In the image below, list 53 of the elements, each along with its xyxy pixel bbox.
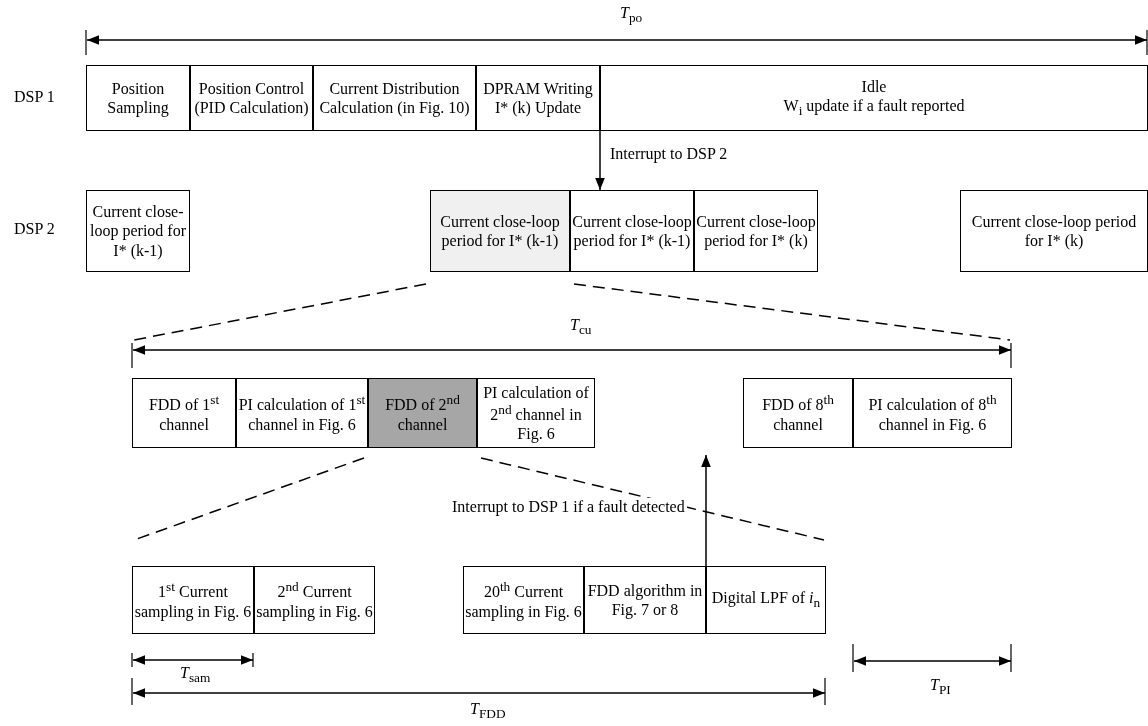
edge-label: Interrupt to DSP 2 [608,145,730,163]
task-label: Position Control (PID Calculation) [193,78,310,118]
task-label: PI calculation of 2$^{nd}$ channel in Fig. 6 [482,382,590,444]
task-label: Current close-loop period for I* (k) [696,211,816,251]
task-label: 1$^{st}$ Current sampling in Fig. 6 [134,579,252,621]
edge-label: Interrupt to DSP 1 if a fault detected [450,498,687,516]
task-box [86,190,190,272]
task-label: FDD of 2$^{nd}$ channel [384,392,461,434]
task-label: Idle [861,76,887,96]
task-label: FDD of 8$^{th}$ channel [761,392,835,434]
task-box [132,566,254,634]
dimension-label: T$_{sam}$ [180,664,211,687]
task-box [313,65,476,131]
task-label: DPRAM Writing I* (k) Update [482,78,594,118]
task-label: 20$^{th}$ Current sampling in Fig. 6 [465,579,582,621]
dimension-label: T$_{cu}$ [570,316,592,339]
task-label: FDD of 1$^{st}$ channel [147,392,221,434]
task-box [86,65,190,131]
task-box [743,378,853,448]
task-label: W$_{i}$ update if a fault reported [783,96,965,120]
task-label: Digital LPF of i$_{n}$ [711,588,821,612]
task-box [430,190,570,272]
task-label: Current close-loop period for I* (k-1) [89,202,187,260]
task-box [694,190,818,272]
task-box [254,566,375,634]
task-box [368,378,477,448]
arrow [701,454,711,567]
task-label: PI calculation of 8$^{th}$ channel in Fig. 6 [867,392,998,434]
task-label: Current close-loop period for I* (k-1) [572,211,692,251]
arrow [595,130,605,191]
task-box [600,65,1148,131]
task-box [132,378,236,448]
task-label: Current close-loop period for I* (k) [970,211,1138,251]
task-box [236,378,368,448]
dimension-label: T$_{FDD}$ [470,700,506,723]
task-box [853,378,1012,448]
task-box [476,65,600,131]
task-box [463,566,584,634]
task-box [706,566,826,634]
task-label: Position Sampling [106,78,170,118]
task-box [960,190,1148,272]
dimension-label: T$_{PI}$ [930,676,951,699]
task-label: Current Distribution Calculation (in Fig. 10) [318,78,471,118]
task-label: Current close-loop period for I* (k-1) [439,211,561,251]
row-label: DSP 1 [14,88,55,106]
task-label: FDD algorithm in Fig. 7 or 8 [586,580,704,620]
task-label: PI calculation of 1$^{st}$ channel in Fig. 6 [238,392,366,434]
task-box [190,65,313,131]
row-label: DSP 2 [14,220,55,238]
dimension-label: T$_{po}$ [620,4,643,27]
task-label: 2$^{nd}$ Current sampling in Fig. 6 [256,579,373,621]
task-box [584,566,706,634]
task-box [570,190,694,272]
